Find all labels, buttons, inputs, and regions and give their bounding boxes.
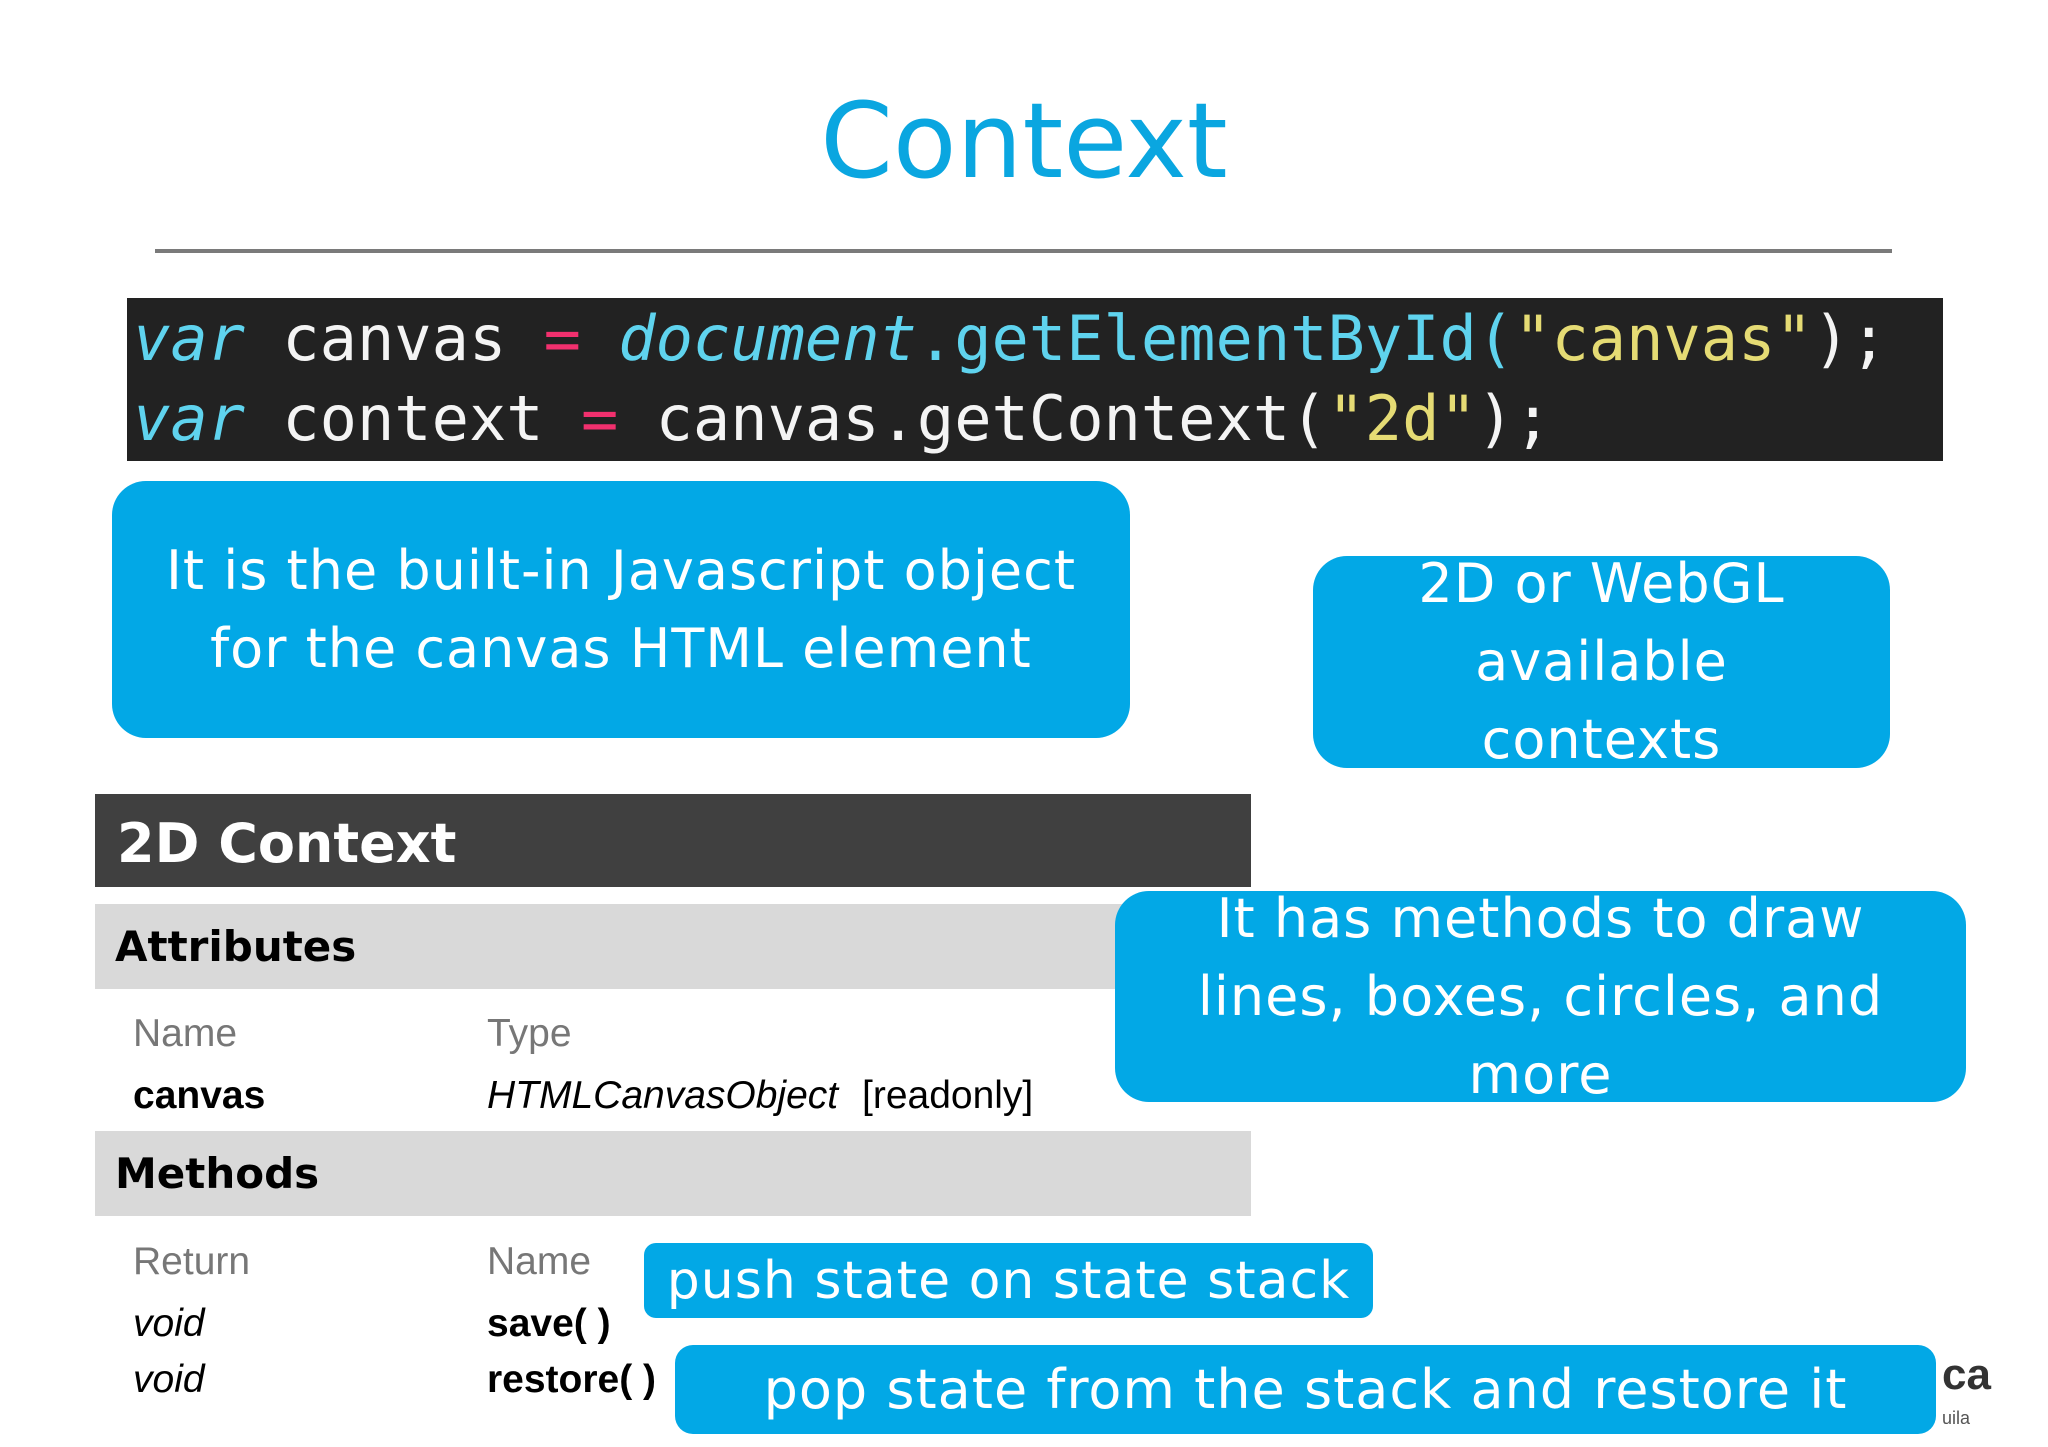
call: canvas.getContext( <box>618 382 1328 455</box>
ref-header-title: 2D Context <box>117 812 457 875</box>
method-name: save( ) <box>487 1302 611 1345</box>
keyword: var <box>133 302 245 375</box>
callout-restore: pop state from the stack and restore it <box>675 1345 1936 1434</box>
attr-type: HTMLCanvasObject <box>487 1074 839 1117</box>
footer-logo-text: ca <box>1942 1350 1991 1399</box>
object: document <box>618 302 917 375</box>
title-divider <box>155 249 1892 253</box>
operator: = <box>580 382 619 455</box>
col-type: Type <box>487 1012 572 1055</box>
keyword: var <box>133 382 245 455</box>
callout-save: push state on state stack <box>644 1243 1373 1318</box>
method-return: void <box>133 1302 205 1345</box>
attr-note: [readonly] <box>862 1074 1034 1117</box>
code-block: var canvas = document.getElementById("ca… <box>127 298 1943 461</box>
callout-contexts: 2D or WebGL available contexts <box>1313 552 1890 771</box>
attr-name: canvas <box>133 1074 266 1117</box>
identifier: canvas <box>244 302 544 375</box>
methods-heading: Methods <box>115 1149 320 1198</box>
attributes-heading: Attributes <box>115 922 357 971</box>
callout-object: It is the built-in Javascript object for… <box>112 481 1130 738</box>
method-name: restore( ) <box>487 1358 657 1401</box>
terminator: ); <box>1812 302 1888 375</box>
col-name: Name <box>133 1012 238 1055</box>
code-line-2: var context = canvas.getContext("2d"); <box>133 378 1551 460</box>
operator: = <box>543 302 581 375</box>
code-line-1: var canvas = document.getElementById("ca… <box>133 298 1887 380</box>
footer-subtext: uila <box>1942 1408 1971 1428</box>
attributes-section: Attributes <box>95 904 1251 989</box>
identifier: context <box>244 382 581 455</box>
slide-title: Context <box>820 80 1228 202</box>
terminator: ); <box>1476 382 1552 455</box>
call: .getElementById( <box>916 302 1515 375</box>
ref-header: 2D Context <box>95 794 1251 887</box>
col-method-name: Name <box>487 1240 592 1283</box>
string: "2d" <box>1327 382 1477 455</box>
string: "canvas" <box>1514 302 1813 375</box>
col-return: Return <box>133 1240 251 1283</box>
methods-section: Methods <box>95 1131 1251 1216</box>
callout-methods: It has methods to draw lines, boxes, cir… <box>1115 887 1966 1106</box>
method-return: void <box>133 1358 205 1401</box>
